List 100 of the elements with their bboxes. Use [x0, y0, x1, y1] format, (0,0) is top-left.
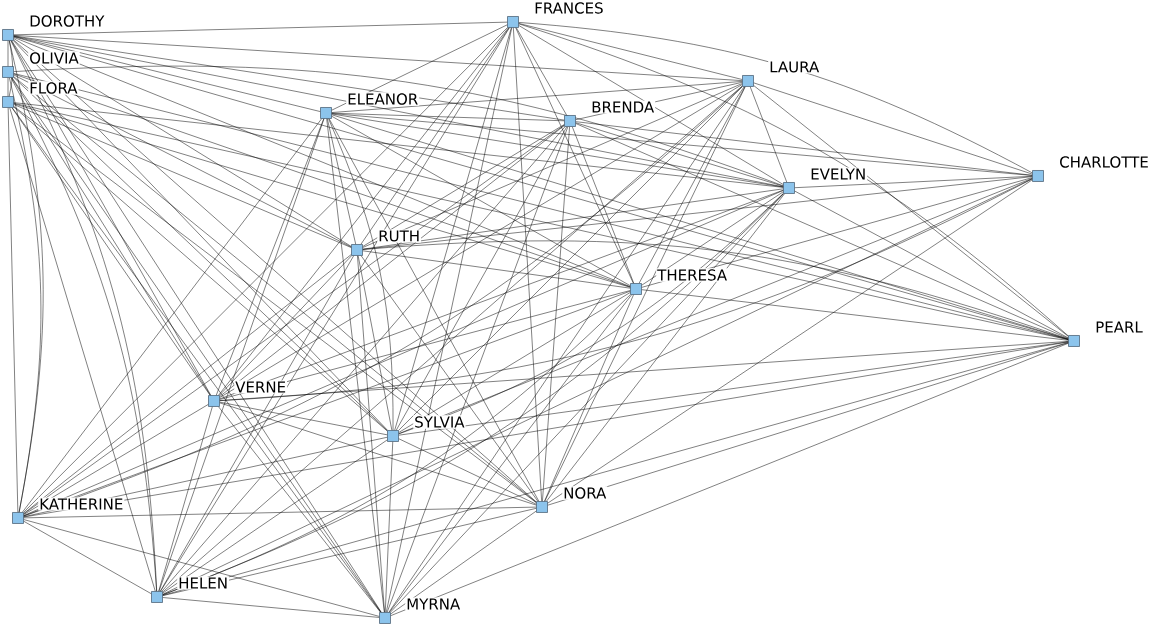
- connector-line: [219, 189, 784, 400]
- connector-line: [794, 190, 1069, 339]
- connector-line: [362, 83, 743, 248]
- node-label: OLIVIA: [28, 51, 80, 65]
- connector-line: [390, 510, 537, 615]
- node-label: SYLVIA: [413, 415, 466, 429]
- node-square: [536, 501, 548, 513]
- node-label: FLORA: [28, 81, 79, 95]
- connector-line: [389, 294, 632, 613]
- connector-line: [7, 40, 9, 67]
- connector-line: [327, 118, 356, 245]
- connector-line: [641, 289, 1069, 341]
- connector-line: [9, 77, 41, 513]
- connector-line: [23, 190, 784, 516]
- connector-line: [13, 74, 352, 248]
- connector-line: [516, 27, 567, 116]
- connector-line: [158, 406, 213, 592]
- connector-line: [546, 193, 785, 502]
- connector-line: [219, 290, 631, 400]
- connector-line: [390, 343, 1069, 616]
- connector-line: [398, 178, 1033, 434]
- connector-line: [219, 402, 537, 506]
- connector-line: [753, 85, 1069, 337]
- connector-line: [219, 255, 352, 396]
- connector-line: [547, 179, 1033, 504]
- connector-line: [388, 86, 745, 613]
- connector-line: [357, 255, 385, 613]
- connector-line: [219, 125, 565, 397]
- connector-line: [385, 441, 393, 613]
- connector-line: [362, 240, 1069, 340]
- node-label: HELEN: [177, 576, 229, 590]
- connector-line: [162, 294, 631, 596]
- connector-line: [544, 86, 746, 502]
- connector-line: [395, 126, 568, 431]
- connector-line: [23, 520, 152, 594]
- connector-line: [13, 65, 784, 187]
- connector-line: [162, 439, 388, 594]
- node-square: [564, 115, 576, 127]
- connector-line: [398, 292, 631, 433]
- node-label: EVELYN: [809, 167, 868, 181]
- connector-line: [13, 35, 743, 81]
- connector-line: [162, 508, 537, 596]
- connector-line: [331, 81, 743, 113]
- connector-line: [515, 27, 634, 284]
- node-label: LAURA: [768, 60, 821, 74]
- connector-line: [542, 126, 570, 502]
- node-label: VERNE: [234, 380, 288, 394]
- connector-line: [575, 121, 1033, 176]
- connector-line: [215, 118, 325, 396]
- connector-line: [13, 38, 352, 247]
- connector-line: [328, 118, 394, 431]
- node-square: [630, 283, 642, 295]
- node-label: BRENDA: [590, 100, 656, 114]
- connector-line: [22, 118, 322, 513]
- connector-line: [398, 341, 1069, 436]
- node-square: [1032, 170, 1044, 182]
- connector-line: [219, 84, 743, 398]
- connector-line: [572, 126, 634, 284]
- node-square: [12, 512, 24, 524]
- node-label: PEARL: [1094, 320, 1144, 334]
- node-square: [742, 75, 754, 87]
- node-square: [783, 182, 795, 194]
- connector-line: [362, 188, 784, 250]
- node-square: [320, 107, 332, 119]
- connector-line: [362, 124, 565, 247]
- connector-line: [360, 255, 539, 502]
- connector-line: [641, 191, 784, 286]
- connector-line: [23, 519, 380, 617]
- connector-line: [518, 25, 784, 185]
- connector-line: [385, 27, 513, 613]
- connector-line: [161, 126, 566, 592]
- connector-line: [575, 122, 784, 187]
- connector-line: [518, 23, 743, 80]
- node-square: [387, 430, 399, 442]
- connector-line: [160, 255, 354, 592]
- connector-line: [513, 27, 542, 502]
- node-label: KATHERINE: [38, 497, 125, 511]
- node-square: [208, 395, 220, 407]
- connector-line: [162, 178, 1033, 595]
- node-label: ELEANOR: [346, 92, 420, 106]
- connector-line: [331, 24, 508, 111]
- connector-line: [158, 118, 325, 592]
- node-square: [351, 244, 363, 256]
- connector-line: [326, 118, 385, 613]
- node-square: [2, 29, 14, 41]
- connector-line: [162, 342, 1069, 596]
- connector-line: [331, 113, 784, 188]
- connector-line: [386, 126, 569, 613]
- connector-line: [749, 86, 788, 183]
- connector-line: [753, 82, 1033, 175]
- connector-line: [357, 255, 393, 431]
- connector-line: [7, 77, 9, 97]
- node-label: THERESA: [656, 268, 729, 282]
- connector-line: [23, 290, 631, 517]
- connector-line: [7, 107, 19, 513]
- node-square: [507, 16, 519, 28]
- connector-line: [641, 177, 1033, 288]
- connector-line: [331, 115, 631, 286]
- node-label: MYRNA: [405, 597, 462, 611]
- connector-line: [218, 406, 381, 613]
